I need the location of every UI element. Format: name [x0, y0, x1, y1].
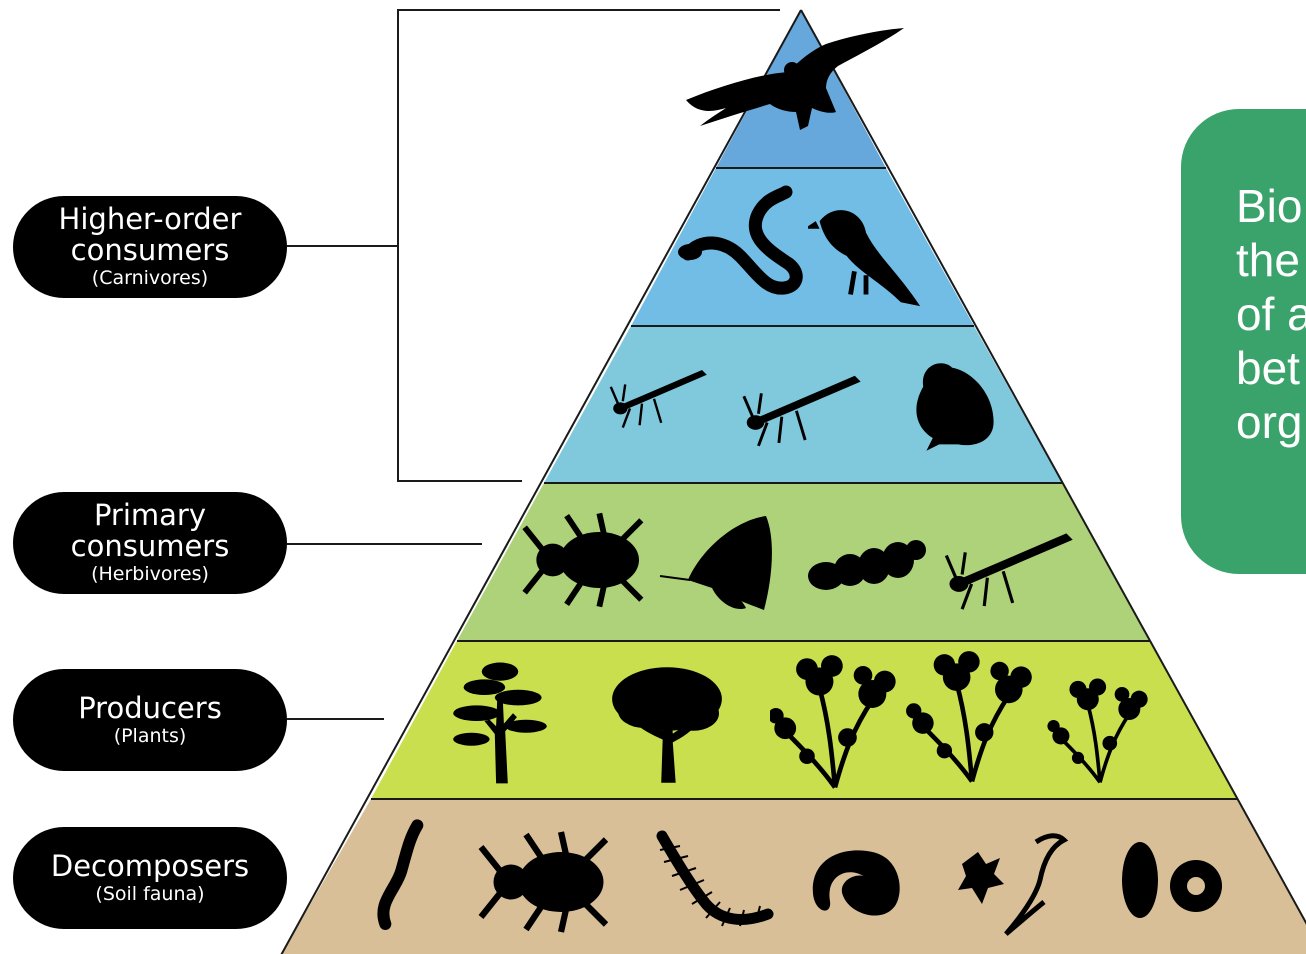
label-producers: Producers (Plants) [13, 669, 287, 771]
label-higher-order-consumers: Higher-order consumers (Carnivores) [13, 196, 287, 298]
label-main-text: consumers [71, 531, 230, 562]
label-main-text: Decomposers [51, 851, 249, 882]
label-sub-text: (Herbivores) [91, 563, 209, 586]
label-sub-text: (Plants) [114, 725, 187, 748]
label-main-text: Primary [94, 500, 206, 531]
label-primary-consumers: Primary consumers (Herbivores) [13, 492, 287, 594]
label-sub-text: (Carnivores) [92, 267, 208, 290]
label-sub-text: (Soil fauna) [95, 883, 204, 906]
callout-text: Bio the of a bet org [1236, 179, 1306, 449]
callout-box: Bio the of a bet org [1181, 109, 1306, 574]
label-main-text: Producers [78, 693, 222, 724]
label-decomposers: Decomposers (Soil fauna) [13, 827, 287, 929]
label-main-text: consumers [71, 235, 230, 266]
label-main-text: Higher-order [59, 204, 242, 235]
